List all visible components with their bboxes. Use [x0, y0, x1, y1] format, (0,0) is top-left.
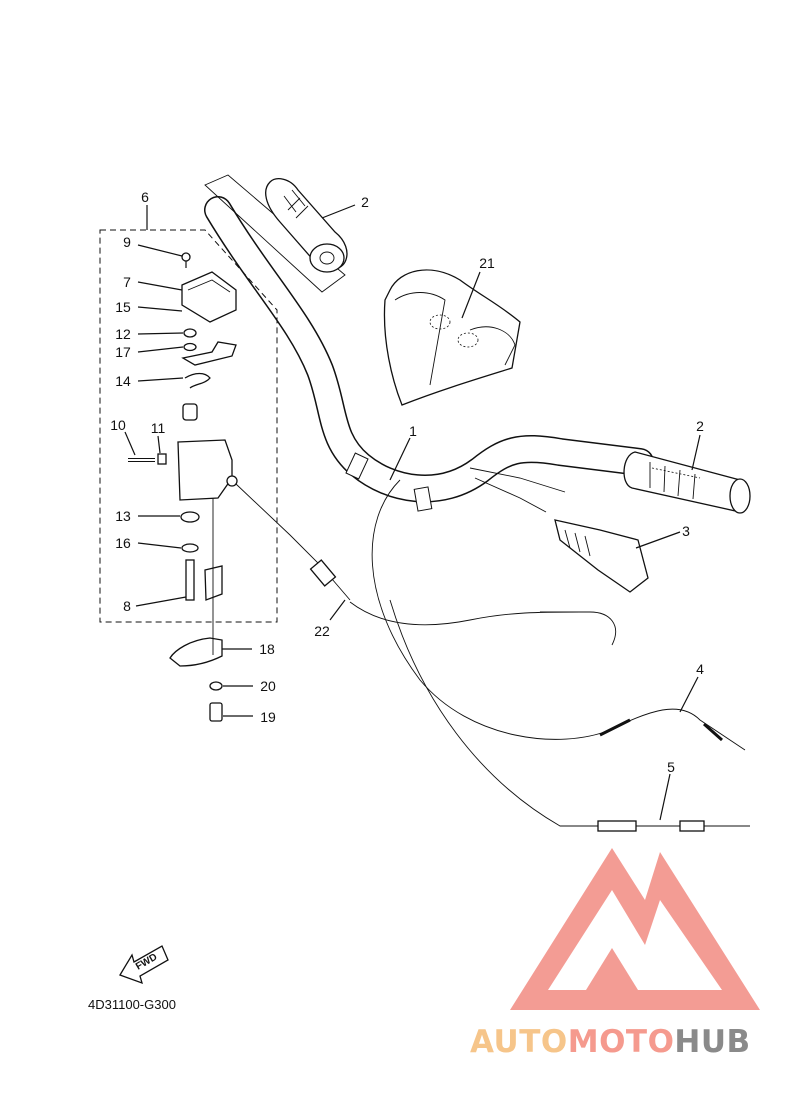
- label-14: 14: [115, 373, 131, 389]
- label-12: 12: [115, 326, 131, 342]
- label-15: 15: [115, 299, 131, 315]
- left-grip: [265, 178, 348, 273]
- label-22: 22: [314, 623, 330, 639]
- label-16: 16: [115, 535, 131, 551]
- forward-arrow-icon: FWD: [119, 945, 169, 985]
- label-3: 3: [682, 523, 690, 539]
- label-19: 19: [260, 709, 276, 725]
- label-11: 11: [151, 420, 166, 436]
- handlebar-cover: [383, 269, 521, 406]
- watermark-part-hub: HUB: [674, 1024, 750, 1060]
- watermark-logo-icon: [510, 848, 760, 1010]
- label-2-left-grip: 2: [361, 194, 369, 210]
- lever-boot: [554, 519, 649, 593]
- right-grip: [623, 451, 751, 514]
- label-5: 5: [667, 759, 675, 775]
- handlebar: [204, 196, 654, 512]
- watermark-part-moto: MOTO: [568, 1024, 675, 1060]
- label-4: 4: [696, 661, 704, 677]
- label-17: 17: [115, 344, 131, 360]
- label-10: 10: [110, 417, 126, 433]
- label-6: 6: [141, 189, 149, 205]
- label-20: 20: [260, 678, 276, 694]
- bar-end-sleeve: [204, 174, 346, 293]
- throttle-parts: [128, 252, 238, 722]
- part-number-labels: 6 2 21 1 2 3 4 5 9 7 15 12 17 14 10 11 1…: [110, 189, 704, 775]
- cables: [235, 467, 750, 832]
- leader-lines: [124, 204, 701, 821]
- label-2-right-grip: 2: [696, 418, 704, 434]
- label-1: 1: [409, 423, 417, 439]
- label-8: 8: [123, 598, 131, 614]
- label-7: 7: [123, 274, 131, 290]
- watermark-text: AUTOMOTOHUB: [470, 1024, 751, 1060]
- label-18: 18: [259, 641, 275, 657]
- label-21: 21: [479, 255, 495, 271]
- label-9: 9: [123, 234, 131, 250]
- label-13: 13: [115, 508, 131, 524]
- diagram-code: 4D31100-G300: [88, 997, 176, 1012]
- watermark-part-auto: AUTO: [470, 1024, 568, 1060]
